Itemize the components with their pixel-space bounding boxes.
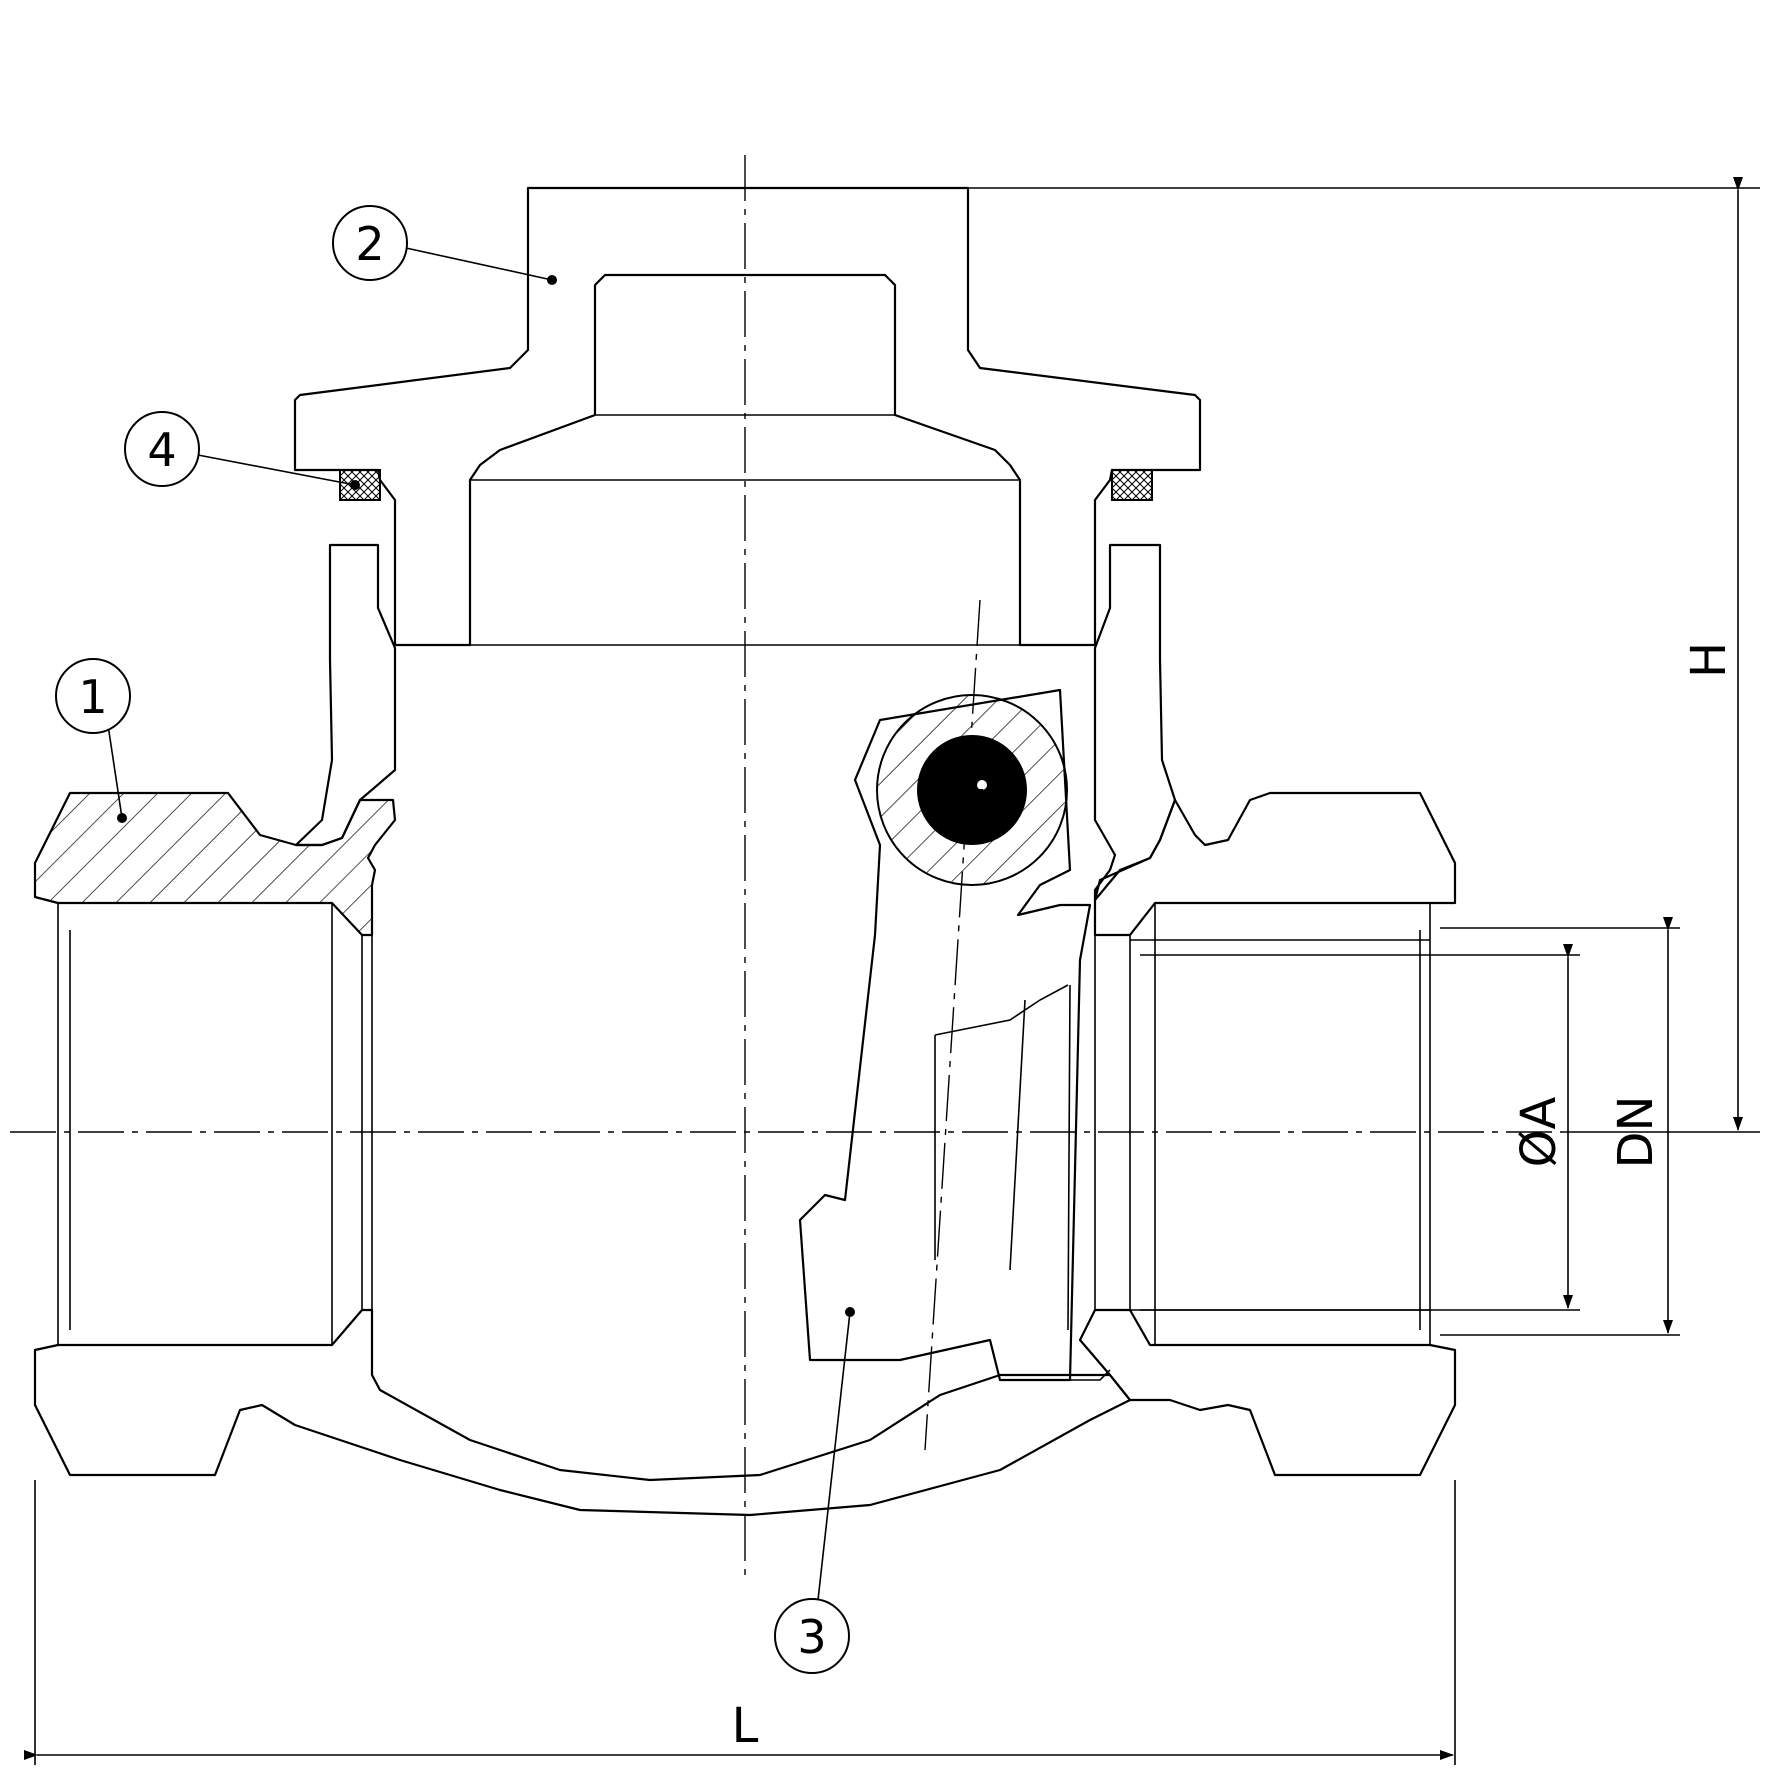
balloon-part-5: 5 bbox=[940, 771, 1010, 841]
hinge-pin bbox=[876, 694, 1068, 886]
balloon-part-1: 1 bbox=[55, 658, 131, 734]
dimension-label-bore-diameter: ØA bbox=[1511, 1097, 1567, 1168]
balloon-part-2-label: 2 bbox=[355, 217, 384, 271]
part-callouts: 1 2 4 3 5 bbox=[55, 205, 1010, 1674]
dimension-label-nominal-diameter: DN bbox=[1608, 1096, 1664, 1169]
balloon-part-5-label: 5 bbox=[960, 780, 989, 834]
center-lines bbox=[10, 155, 1560, 1575]
valve-bonnet bbox=[293, 186, 1202, 647]
balloon-part-4: 4 bbox=[124, 411, 200, 487]
dimension-label-height: H bbox=[1681, 642, 1737, 678]
balloon-part-2: 2 bbox=[332, 205, 408, 281]
dimensions: L H DN ØA bbox=[24, 177, 1760, 1765]
balloon-part-3: 3 bbox=[774, 1598, 850, 1674]
swing-disc-arm bbox=[798, 688, 1111, 1382]
balloon-part-4-label: 4 bbox=[147, 423, 176, 477]
gasket-seal bbox=[339, 469, 1153, 501]
balloon-part-3-label: 3 bbox=[797, 1610, 826, 1664]
dimension-label-length: L bbox=[732, 1698, 759, 1754]
balloon-part-1-label: 1 bbox=[78, 670, 107, 724]
